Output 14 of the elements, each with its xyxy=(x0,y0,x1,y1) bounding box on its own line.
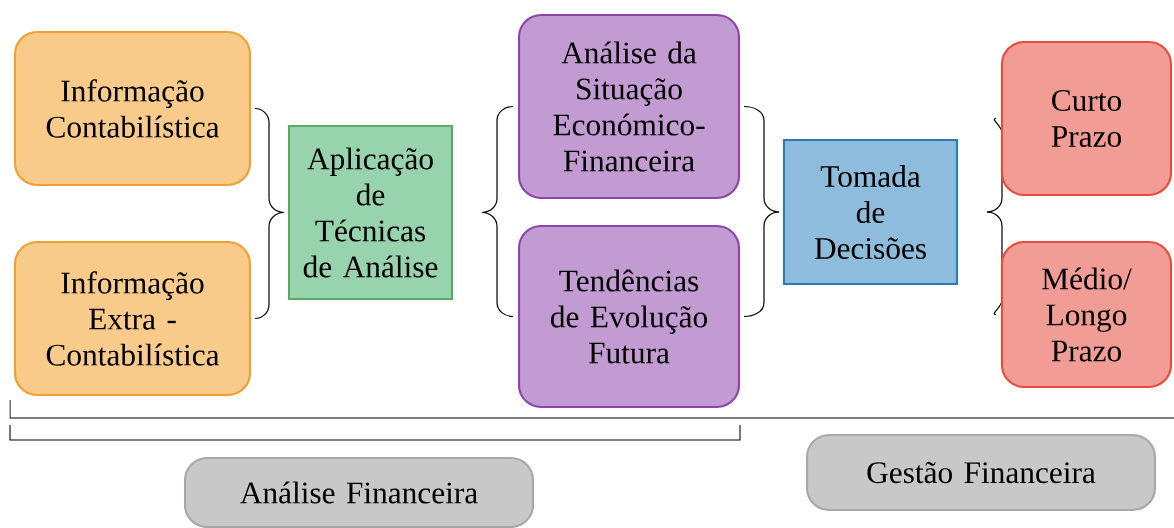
brace xyxy=(743,211,780,318)
information-box: Informação Contabilística xyxy=(13,30,252,187)
information-box: Informação Extra - Contabilística xyxy=(13,240,252,397)
area-box: Gestão Financeira xyxy=(805,433,1157,512)
brace xyxy=(743,105,780,213)
result-box: Análise da Situação Económico-Financeira xyxy=(517,13,741,200)
brace xyxy=(254,211,285,320)
area-box: Análise Financeira xyxy=(183,456,535,528)
term-box: Médio/ Longo Prazo xyxy=(1000,240,1173,389)
term-box: Curto Prazo xyxy=(1000,40,1173,197)
process-box: Aplicação de Técnicas de Análise xyxy=(287,124,454,301)
brace xyxy=(481,211,514,318)
process-box: Tomada de Decisões xyxy=(782,138,959,286)
result-box: Tendências de Evolução Futura xyxy=(517,224,741,409)
